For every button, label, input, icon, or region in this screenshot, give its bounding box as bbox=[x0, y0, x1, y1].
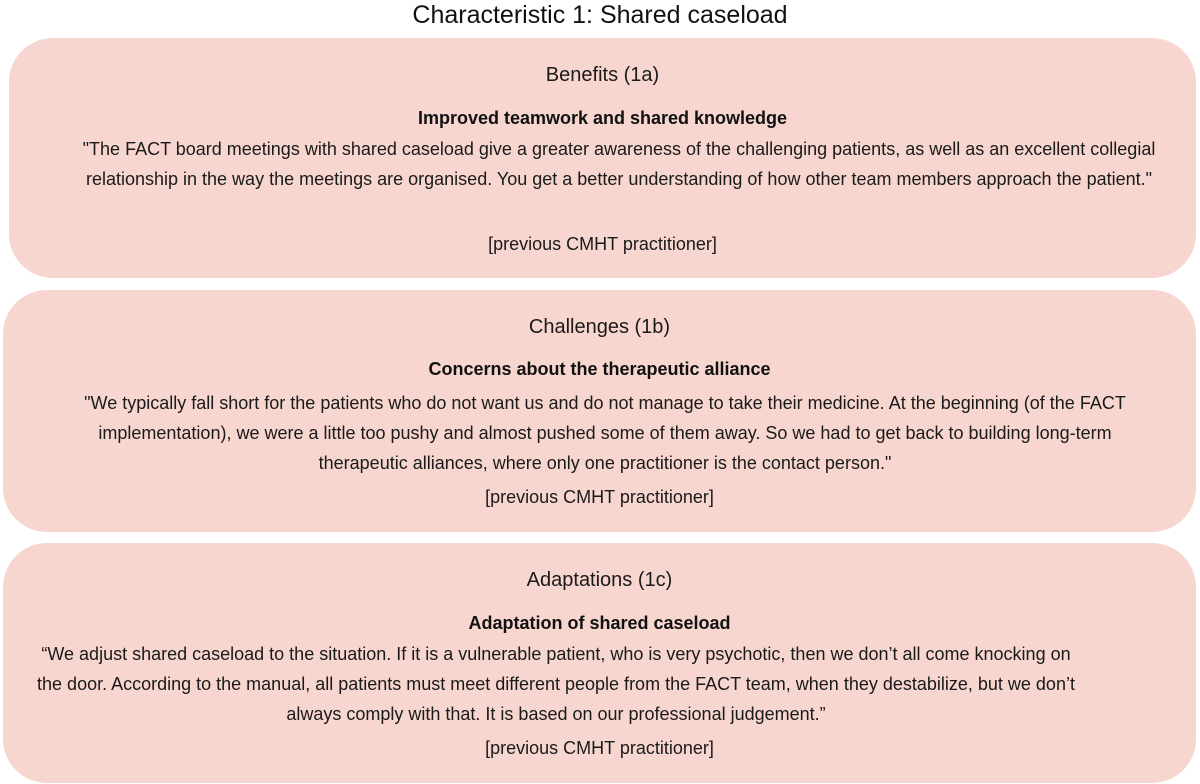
theme-title: Adaptation of shared caseload bbox=[468, 613, 731, 633]
quote-text: "We typically fall short for the patient… bbox=[84, 393, 1126, 473]
panel-heading: Benefits (1a) bbox=[545, 64, 660, 86]
benefits-panel: Benefits (1a) Improved teamwork and shar… bbox=[9, 38, 1196, 278]
challenges-panel: Challenges (1b) Concerns about the thera… bbox=[3, 290, 1196, 532]
quote-text: "The FACT board meetings with shared cas… bbox=[82, 139, 1156, 189]
quote-text: “We adjust shared caseload to the situat… bbox=[37, 644, 1075, 724]
panel-heading: Challenges (1b) bbox=[528, 316, 671, 338]
quote-attribution: [previous CMHT practitioner] bbox=[485, 487, 714, 507]
theme-title: Concerns about the therapeutic alliance bbox=[428, 359, 771, 379]
quote-attribution: [previous CMHT practitioner] bbox=[485, 738, 714, 758]
theme-title: Improved teamwork and shared knowledge bbox=[417, 108, 788, 128]
page-title: Characteristic 1: Shared caseload bbox=[412, 1, 788, 29]
panel-heading: Adaptations (1c) bbox=[526, 569, 673, 591]
quote-attribution: [previous CMHT practitioner] bbox=[488, 234, 717, 254]
adaptations-panel: Adaptations (1c) Adaptation of shared ca… bbox=[3, 543, 1196, 783]
